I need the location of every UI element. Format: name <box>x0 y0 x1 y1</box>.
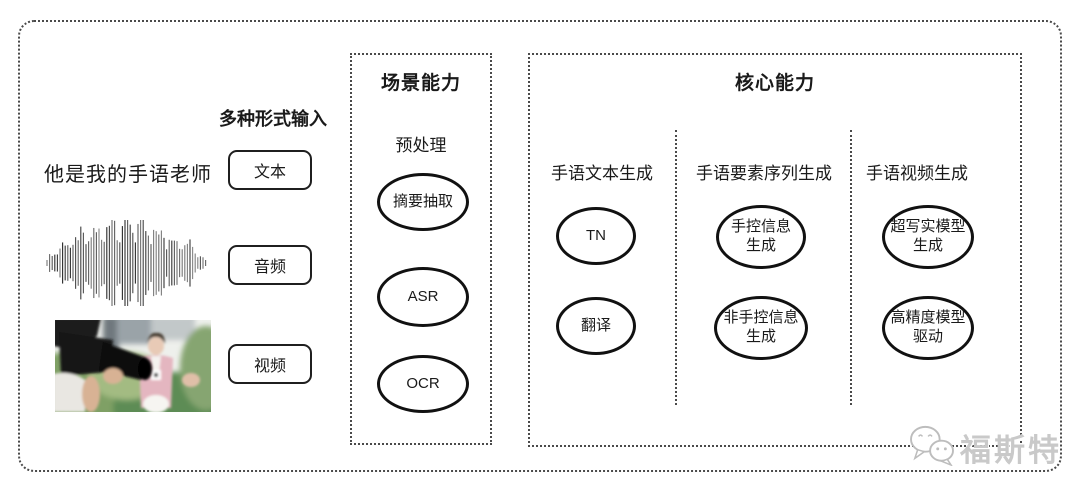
column-divider-1 <box>675 130 677 405</box>
scene-box-title: 场景能力 <box>380 73 461 94</box>
node-hyperreal-model-generation: 超写实模型 生成 <box>882 205 974 269</box>
node-ocr-label: OCR <box>406 374 440 392</box>
input-type-audio-box: 音频 <box>228 245 312 285</box>
column-header-video-generation: 手语视频生成 <box>866 164 968 183</box>
node-hyperreal-model-generation-label: 超写实模型 生成 <box>890 218 966 254</box>
preprocess-label: 预处理 <box>395 136 447 155</box>
node-asr: ASR <box>377 267 469 327</box>
input-type-video-label: 视频 <box>253 358 286 375</box>
watermark: 福斯特 <box>908 424 1062 471</box>
input-type-text-label: 文本 <box>253 164 286 181</box>
column-header-element-sequence: 手语要素序列生成 <box>696 164 832 183</box>
input-type-text-box: 文本 <box>228 150 312 190</box>
node-summary-extraction-label: 摘要抽取 <box>392 192 453 210</box>
input-section-title: 多种形式输入 <box>219 109 327 129</box>
scene-capability-box: 场景能力 预处理 摘要抽取 ASR OCR <box>350 53 492 445</box>
node-manual-info-generation: 手控信息 生成 <box>716 205 806 269</box>
outer-dotted-border <box>18 20 1062 472</box>
node-translation: 翻译 <box>556 297 636 355</box>
input-type-video-box: 视频 <box>228 344 312 384</box>
node-non-manual-info-generation: 非手控信息 生成 <box>714 296 808 360</box>
column-divider-2 <box>850 130 852 405</box>
audio-waveform <box>44 203 210 323</box>
input-type-audio-label: 音频 <box>253 259 286 276</box>
node-ocr: OCR <box>377 355 469 413</box>
wechat-icon <box>908 424 956 471</box>
core-box-title: 核心能力 <box>734 73 815 94</box>
node-manual-info-generation-label: 手控信息 生成 <box>730 218 791 254</box>
reporter-photo <box>55 320 211 412</box>
node-translation-label: 翻译 <box>580 316 611 334</box>
node-non-manual-info-generation-label: 非手控信息 生成 <box>723 309 799 345</box>
core-capability-box: 核心能力 手语文本生成 手语要素序列生成 手语视频生成 TN 翻译 手控信息 生… <box>528 53 1022 447</box>
node-high-precision-model-driving-label: 高精度模型 驱动 <box>890 309 966 345</box>
watermark-label: 福斯特 <box>960 433 1062 468</box>
node-summary-extraction: 摘要抽取 <box>377 173 469 231</box>
node-high-precision-model-driving: 高精度模型 驱动 <box>882 296 974 360</box>
sample-sentence: 他是我的手语老师 <box>44 164 212 186</box>
node-tn: TN <box>556 207 636 265</box>
column-header-text-generation: 手语文本生成 <box>551 164 653 183</box>
node-asr-label: ASR <box>407 287 439 305</box>
node-tn-label: TN <box>586 226 606 244</box>
